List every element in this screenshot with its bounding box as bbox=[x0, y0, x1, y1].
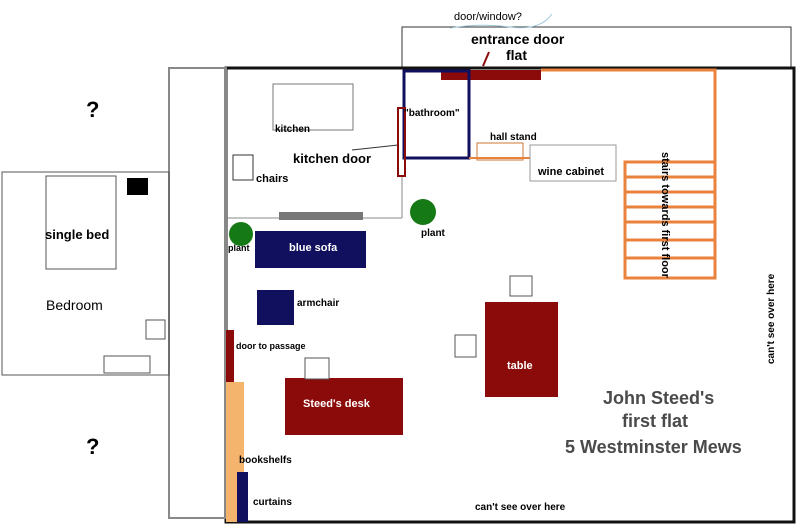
stairs bbox=[623, 160, 717, 280]
bookshelfs-label: bookshelfs bbox=[239, 455, 292, 466]
passage bbox=[168, 67, 227, 519]
entrance-door-label: entrance door bbox=[471, 31, 565, 47]
question-top: ? bbox=[86, 97, 100, 122]
desk-chair bbox=[304, 357, 330, 380]
door-window-label: door/window? bbox=[454, 11, 522, 23]
chairs-label: chairs bbox=[256, 173, 289, 185]
curtains bbox=[237, 472, 248, 522]
title-line1: John Steed's bbox=[603, 388, 715, 408]
wine-cabinet-label: wine cabinet bbox=[538, 166, 605, 178]
table bbox=[485, 302, 558, 397]
entrance-area bbox=[401, 26, 792, 69]
steeds-desk bbox=[285, 378, 403, 435]
table-chair-left bbox=[454, 334, 477, 358]
plant-left-label: plant bbox=[228, 243, 250, 253]
armchair bbox=[257, 290, 294, 325]
table-label: table bbox=[507, 360, 533, 372]
steeds-desk-label: Steed's desk bbox=[303, 398, 370, 410]
single-bed-label: single bed bbox=[45, 227, 110, 242]
entrance-door bbox=[441, 70, 541, 80]
blue-sofa bbox=[255, 231, 366, 268]
kitchen-door-label: kitchen door bbox=[293, 151, 372, 166]
curtains-label: curtains bbox=[253, 497, 292, 508]
entrance-flat-label: flat bbox=[506, 47, 527, 63]
door-to-passage bbox=[226, 330, 234, 382]
kitchen-counter bbox=[272, 83, 354, 131]
armchair-label: armchair bbox=[297, 298, 340, 309]
question-bottom: ? bbox=[86, 434, 100, 459]
kitchen-label: kitchen bbox=[275, 124, 311, 135]
bedside-table bbox=[127, 178, 148, 195]
kitchen-door bbox=[397, 107, 406, 177]
table-chair-top bbox=[509, 275, 533, 297]
bedroom-room bbox=[1, 171, 170, 376]
kitchen-hatch bbox=[279, 212, 363, 220]
plant-left bbox=[229, 222, 253, 246]
entrance-pointer bbox=[482, 51, 490, 67]
kitchen-door-pointer bbox=[351, 144, 399, 151]
plant-right-label: plant bbox=[421, 228, 445, 239]
title-line3: 5 Westminster Mews bbox=[565, 437, 742, 457]
stairs-enclosure bbox=[541, 68, 717, 162]
title-line2: first flat bbox=[622, 411, 689, 431]
bedroom-box bbox=[145, 319, 166, 340]
cant-see-bottom-label: can't see over here bbox=[475, 502, 566, 513]
bedroom-shelf bbox=[103, 355, 151, 374]
cant-see-right-label: can't see over here bbox=[766, 273, 777, 364]
stairs-label: stairs towards first floor bbox=[659, 152, 671, 278]
bedroom-label: Bedroom bbox=[46, 297, 103, 313]
plant-right bbox=[410, 199, 436, 225]
hall-stand bbox=[476, 142, 524, 161]
door-window-mark bbox=[449, 13, 553, 29]
door-to-passage-label: door to passage bbox=[236, 341, 306, 351]
single-bed bbox=[45, 175, 117, 270]
hall-stand-label: hall stand bbox=[490, 132, 537, 143]
wine-cabinet bbox=[529, 144, 617, 182]
bathroom-label: "bathroom" bbox=[404, 108, 460, 119]
kitchen-chair bbox=[232, 154, 254, 181]
blue-sofa-label: blue sofa bbox=[289, 242, 338, 254]
